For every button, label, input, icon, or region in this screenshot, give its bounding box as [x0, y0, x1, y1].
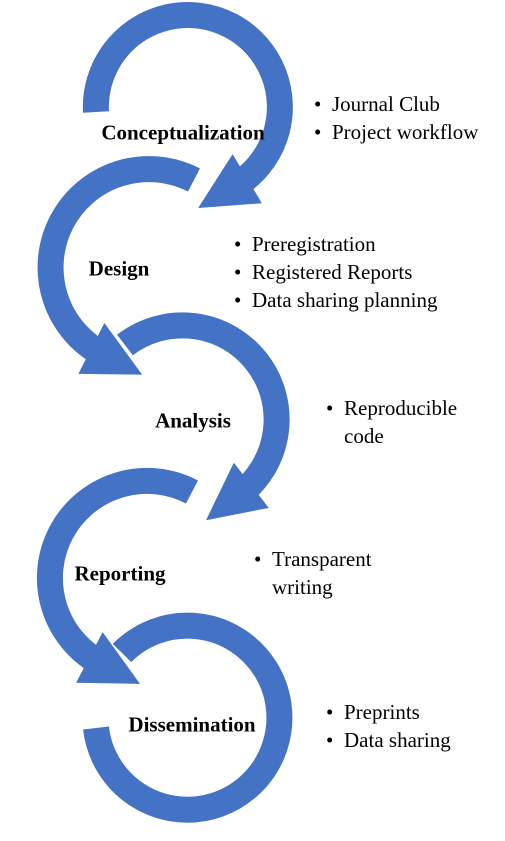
design-bullets: Preregistration Registered Reports Data …	[234, 230, 437, 314]
bullet-item: Journal Club	[314, 90, 478, 118]
bullet-item: Preregistration	[234, 230, 437, 258]
stage-dissemination-label: Dissemination	[128, 712, 256, 737]
analysis-arrow	[117, 312, 290, 521]
bullet-item: Reproducible code	[326, 394, 476, 450]
design-arrow	[37, 156, 200, 375]
reporting-bullets: Transparent writing	[254, 545, 404, 601]
stage-analysis-label: Analysis	[155, 408, 231, 433]
bullet-item: Data sharing planning	[234, 286, 437, 314]
reporting-arrow	[36, 467, 199, 684]
dissemination-arrow	[83, 612, 293, 823]
conceptualization-bullets: Journal Club Project workflow	[314, 90, 478, 146]
analysis-bullets: Reproducible code	[326, 394, 476, 450]
bullet-item: Registered Reports	[234, 258, 437, 286]
stage-conceptualization-label: Conceptualization	[101, 120, 265, 145]
bullet-item: Data sharing	[326, 726, 451, 754]
bullet-item: Preprints	[326, 698, 451, 726]
bullet-item: Project workflow	[314, 118, 478, 146]
bullet-item: Transparent writing	[254, 545, 404, 601]
dissemination-bullets: Preprints Data sharing	[326, 698, 451, 754]
stage-design-label: Design	[88, 256, 150, 281]
stage-reporting-label: Reporting	[74, 561, 166, 586]
conceptualization-arrow	[82, 2, 293, 209]
